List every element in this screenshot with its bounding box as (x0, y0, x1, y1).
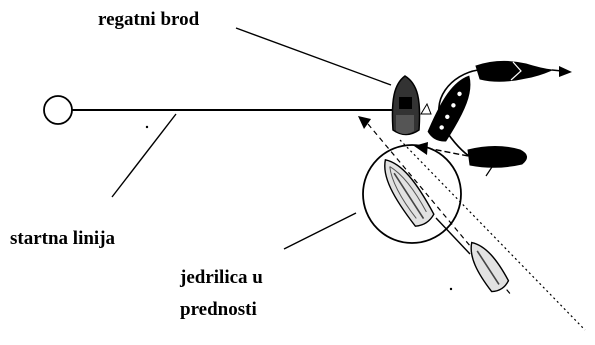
right-of-way-leader (283, 212, 357, 250)
pin-buoy (43, 95, 73, 125)
dot-mark-2 (449, 287, 453, 291)
start-line-leader (111, 113, 177, 198)
tacking-boat (427, 75, 471, 142)
right-of-way-boat (384, 158, 435, 227)
committee-boat (391, 75, 432, 136)
highlight-circle (362, 144, 462, 244)
dark-boat-lower (467, 146, 527, 177)
lower-arrowhead (414, 142, 428, 155)
committee-boat-leader (235, 27, 392, 86)
course-arrowhead (358, 116, 371, 129)
committee-boat-label: regatni brod (98, 9, 200, 30)
dark-boat-upper (475, 60, 553, 82)
lower-course-line (431, 148, 469, 157)
course-line-dashed (367, 123, 513, 297)
right-of-way-label-line1: jedrilica u (180, 267, 263, 288)
trailing-boat (470, 241, 510, 293)
dot-mark (145, 125, 149, 129)
upper-arrowhead (559, 66, 572, 77)
right-of-way-label-line2: prednosti (180, 299, 257, 320)
tow-line (435, 217, 471, 255)
layline-dotted (399, 139, 586, 331)
start-line-label: startna linija (10, 228, 116, 249)
